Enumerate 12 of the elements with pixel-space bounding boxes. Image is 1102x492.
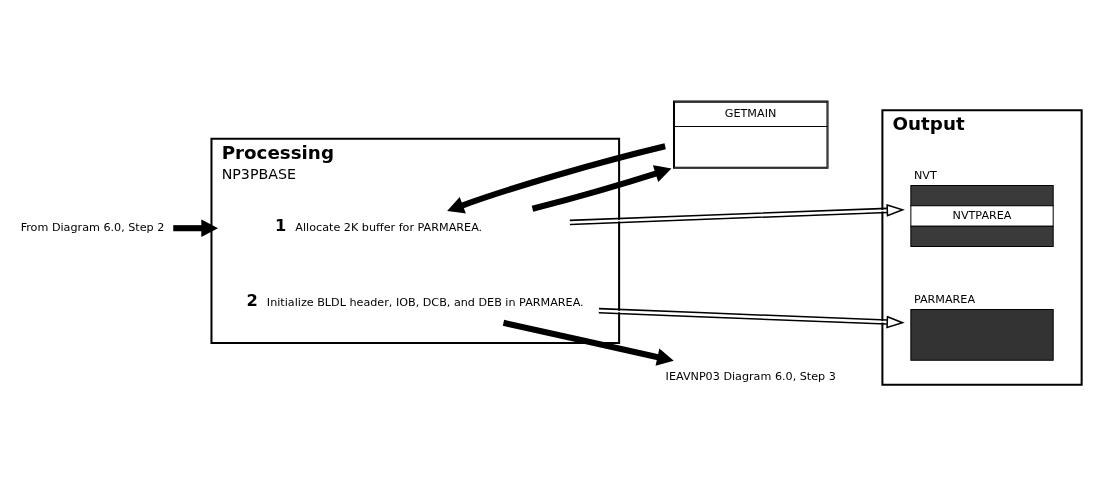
arrow xyxy=(598,307,905,328)
node-text: IEAVNP03 Diagram 6.0, Step 3 xyxy=(665,369,836,383)
node-text: 2 Initialize BLDL header, IOB, DCB, and DEB in PARMAREA. xyxy=(246,290,584,310)
node-text: 1 Allocate 2K buffer for PARMAREA. xyxy=(275,215,483,235)
arrow xyxy=(502,319,674,366)
arrow xyxy=(569,203,905,225)
arrow xyxy=(531,164,672,212)
node-label: PARMAREA xyxy=(913,292,976,306)
arrow xyxy=(173,218,219,237)
arrow xyxy=(447,142,666,213)
node-label: NVT xyxy=(913,168,937,182)
node-text: From Diagram 6.0, Step 2 xyxy=(20,220,165,234)
